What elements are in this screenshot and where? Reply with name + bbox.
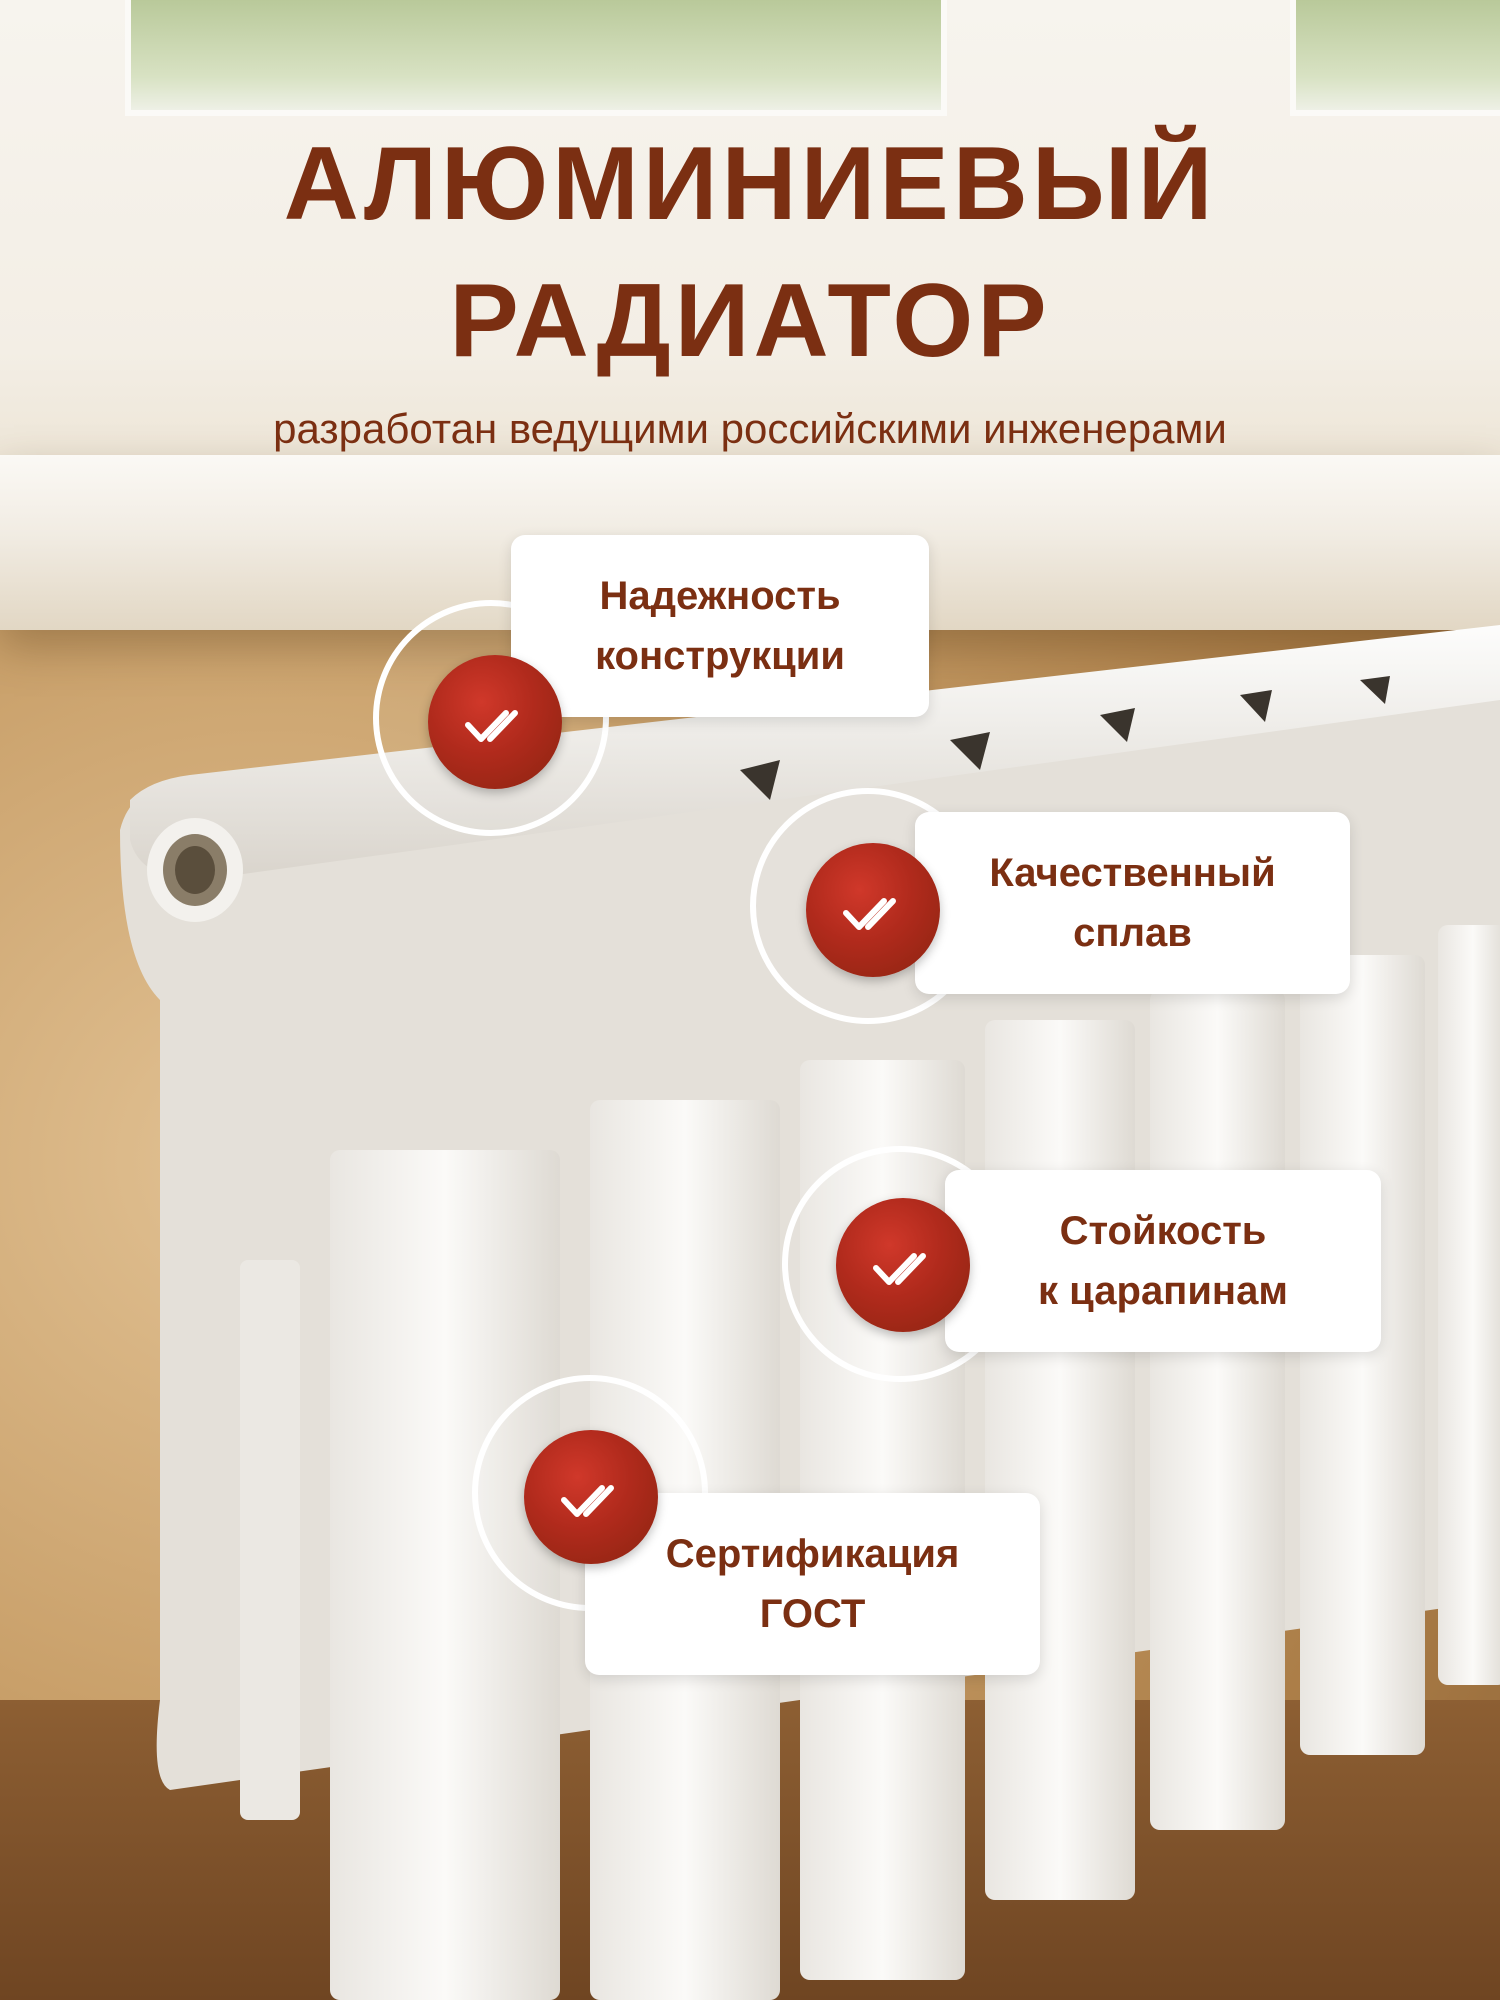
window-pane-left [125, 0, 947, 116]
page-subtitle: разработан ведущими российскими инженера… [273, 405, 1227, 452]
page-title-line-1: АЛЮМИНИЕВЫЙ [283, 126, 1217, 242]
window-area [0, 0, 1500, 470]
feature-card-2: Качественный сплав [915, 812, 1350, 994]
feature-4-line-2: ГОСТ [759, 1592, 866, 1636]
page-title-line-2: РАДИАТОР [449, 263, 1051, 379]
feature-1-line-1: Надежность [599, 574, 841, 618]
double-check-icon [524, 1430, 658, 1564]
feature-1-line-2: конструкции [595, 634, 845, 678]
window-pane-right [1290, 0, 1500, 116]
feature-card-1: Надежность конструкции [511, 535, 929, 717]
feature-2-line-2: сплав [1073, 911, 1192, 955]
double-check-icon [806, 843, 940, 977]
feature-3-line-1: Стойкость [1059, 1209, 1267, 1253]
double-check-icon [428, 655, 562, 789]
feature-2-line-1: Качественный [989, 851, 1276, 895]
feature-4-line-1: Сертификация [665, 1532, 960, 1576]
feature-3-line-2: к царапинам [1038, 1269, 1288, 1313]
feature-card-4: Сертификация ГОСТ [585, 1493, 1040, 1675]
double-check-icon [836, 1198, 970, 1332]
feature-card-3: Стойкость к царапинам [945, 1170, 1381, 1352]
